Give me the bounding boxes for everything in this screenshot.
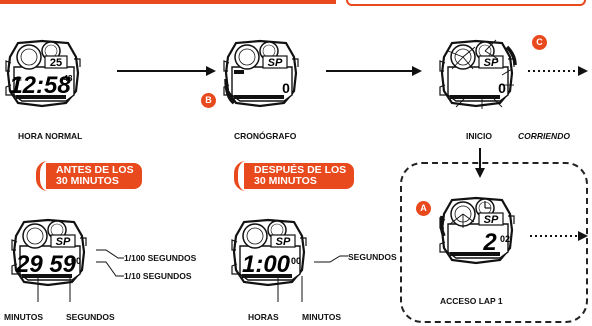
badge-despues: DESPUÉS DE LOS 30 MINUTOS (244, 163, 355, 189)
pm-indicator: PM (14, 77, 22, 83)
watch-antes: SP 29 59 00 (10, 218, 88, 287)
seconds-display: 48 (64, 74, 73, 83)
main-display: 2 (482, 229, 497, 256)
sub-display: SP (484, 57, 499, 69)
label-inicio: INICIO (466, 131, 492, 141)
arrow-lap-dotted (530, 231, 588, 241)
badge-antes-line-2: 30 MINUTOS (56, 175, 119, 187)
label-1-10-segundos: 1/10 SEGUNDOS (124, 271, 192, 281)
watch-lap: SP 2 02 (438, 196, 516, 265)
seconds-display: 00 (291, 256, 301, 266)
arrow-2 (326, 66, 422, 76)
label-minutos-despues: MINUTOS (302, 312, 342, 322)
callout-c: C (532, 35, 547, 50)
arrow-3-dotted (528, 66, 588, 76)
arrow-down (475, 148, 485, 178)
label-segundos-despues: SEGUNDOS (348, 252, 397, 262)
sub-display: SP (276, 236, 291, 248)
badge-antes: ANTES DE LOS 30 MINUTOS (46, 163, 142, 189)
brace-antes (36, 161, 48, 191)
arrow-1 (117, 66, 216, 76)
watch-hora-normal: 25 PM 12:58 48 (4, 39, 82, 108)
badge-despues-line-2: 30 MINUTOS (254, 175, 317, 187)
main-display: 0 (498, 80, 506, 96)
main-display: 29 59 (15, 251, 77, 278)
label-segundos-antes: SEGUNDOS (66, 312, 115, 322)
watch-inicio: SP 0 (438, 39, 517, 109)
label-1-100-segundos: 1/100 SEGUNDOS (124, 253, 197, 263)
leaders-antes (37, 249, 124, 302)
sub-display: SP (484, 214, 499, 226)
label-hora-normal: HORA NORMAL (18, 131, 83, 141)
leaders-despues (277, 255, 348, 302)
sub-display: SP (268, 57, 283, 69)
watch-despues: SP 1:00 00 (230, 218, 308, 287)
watch-cronografo: SP 0 (222, 39, 300, 108)
lap-section-box (400, 162, 588, 323)
label-horas: HORAS (248, 312, 279, 322)
sub-display: SP (56, 236, 71, 248)
badge-despues-line-1: DESPUÉS DE LOS (254, 164, 347, 176)
main-display: 1:00 (242, 251, 291, 278)
callout-b: B (201, 93, 216, 108)
header-bar-left (0, 0, 336, 4)
label-minutos-antes: MINUTOS (4, 312, 44, 322)
fraction-display: 00 (71, 256, 81, 266)
main-display: 0 (282, 80, 290, 96)
label-corriendo: CORRIENDO (518, 131, 570, 141)
label-cronografo: CRONÓGRAFO (234, 131, 297, 141)
main-display: 12:58 (9, 72, 71, 99)
badge-antes-line-1: ANTES DE LOS (56, 164, 134, 176)
sub-display: 25 (50, 57, 62, 69)
label-acceso-lap: ACCESO LAP 1 (440, 296, 503, 306)
fraction-display: 02 (500, 234, 510, 244)
header-bar-right (346, 0, 586, 6)
brace-despues (234, 161, 246, 191)
callout-a: A (416, 201, 431, 216)
